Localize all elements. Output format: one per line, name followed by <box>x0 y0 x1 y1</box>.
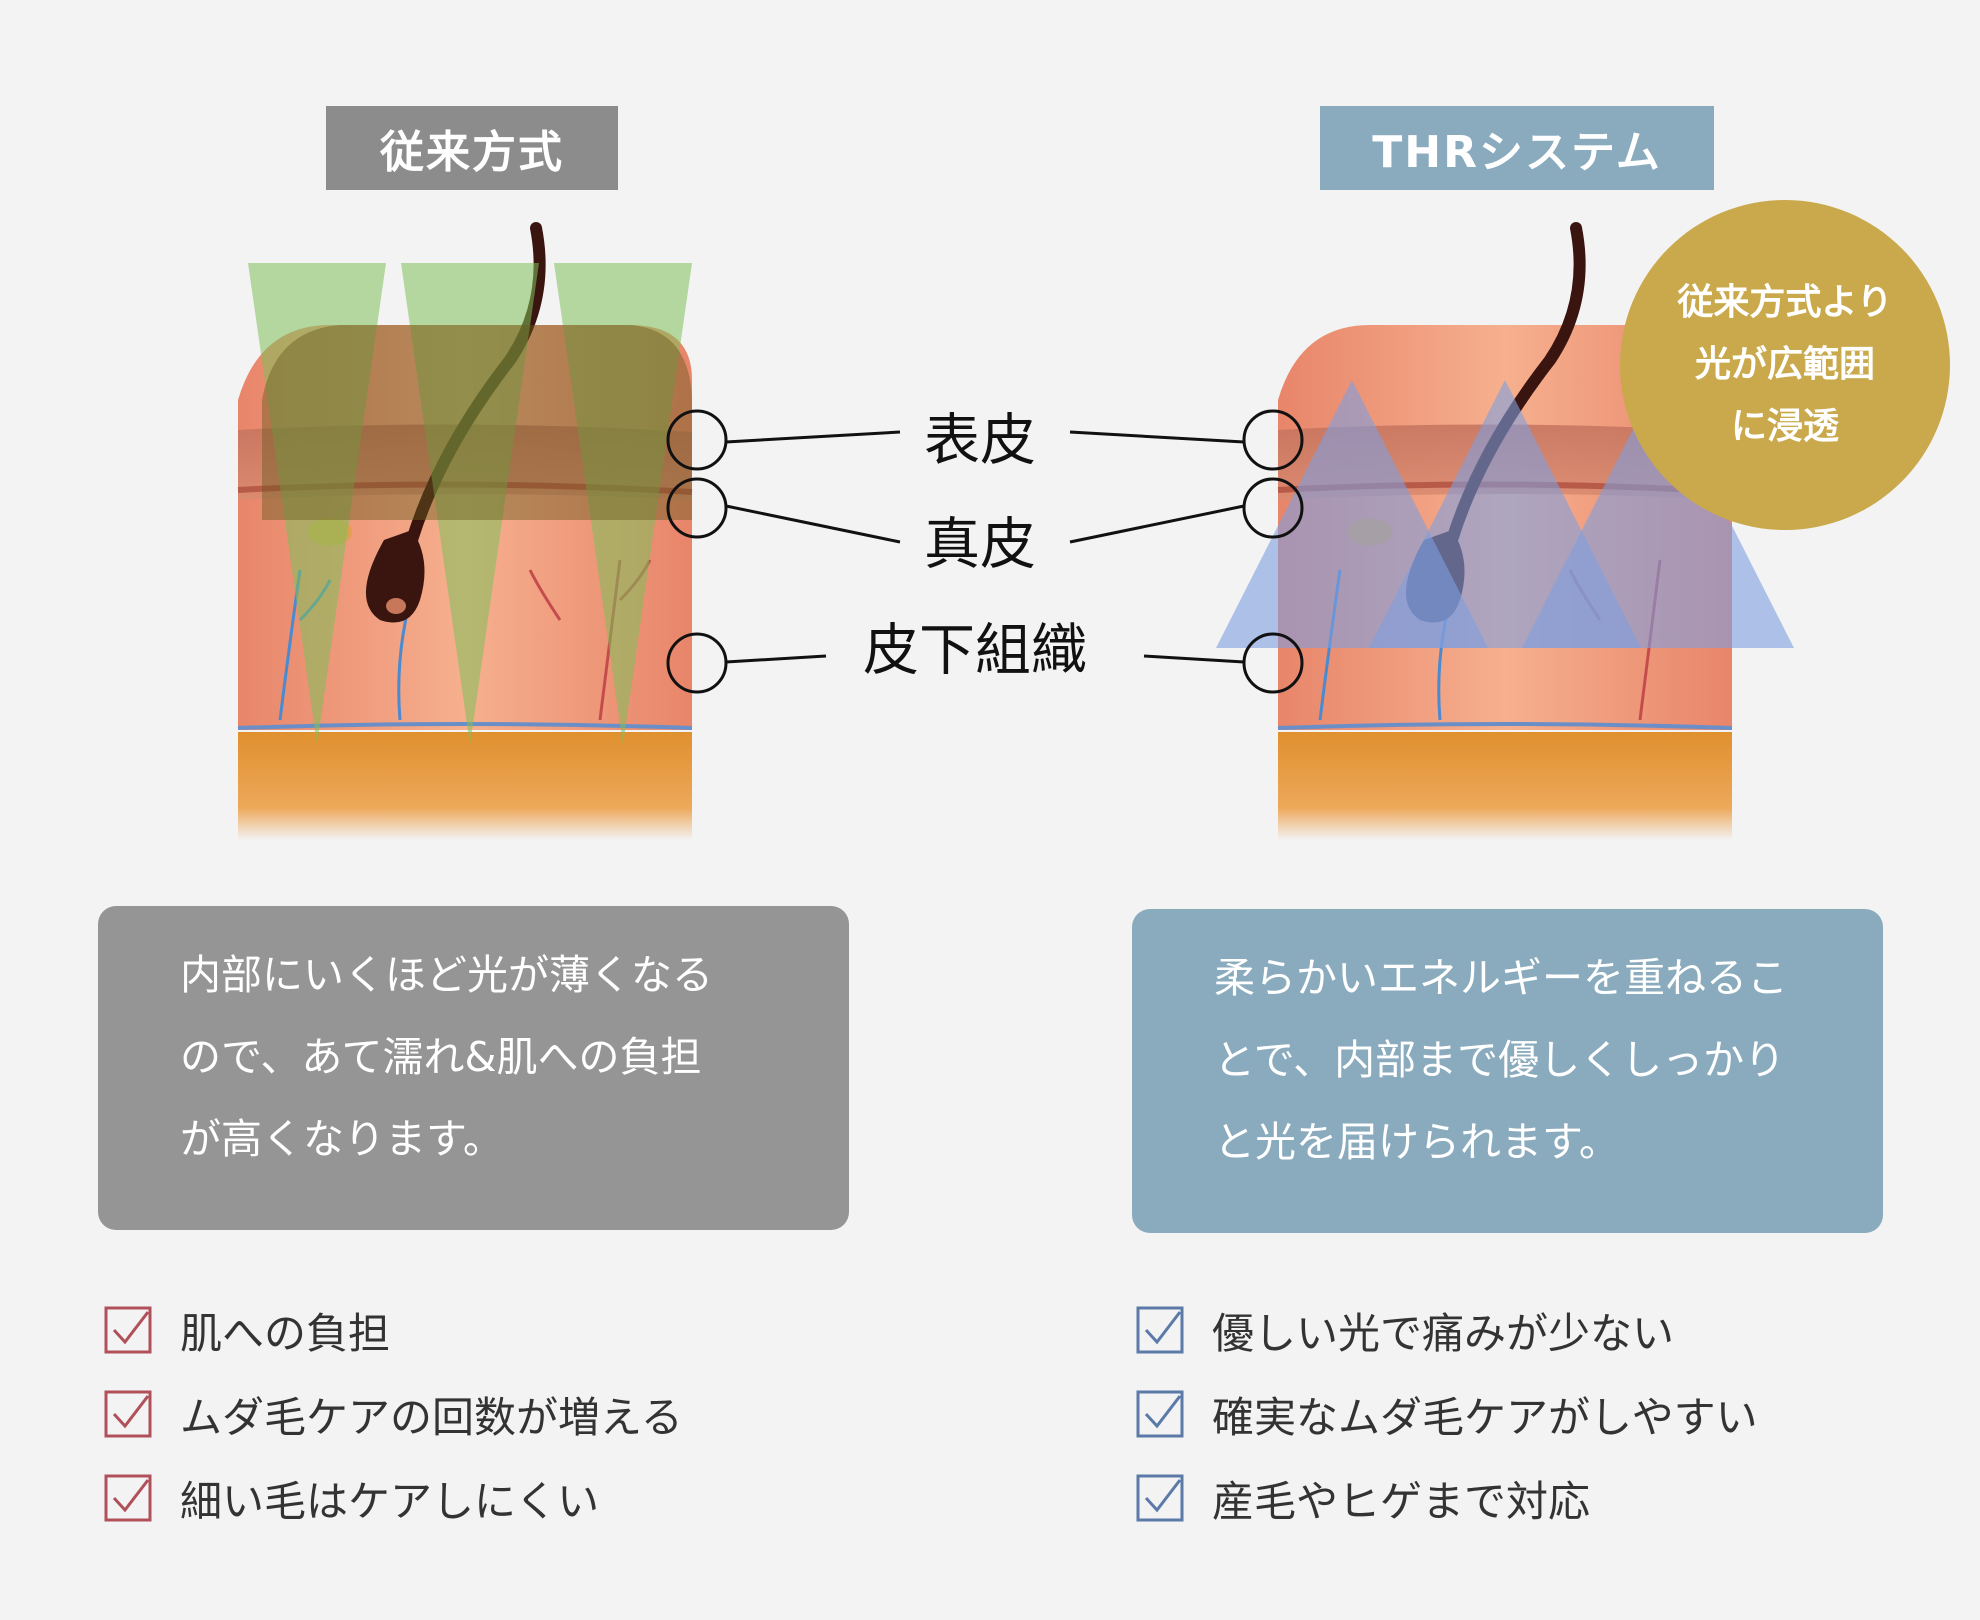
callouts <box>666 409 1304 694</box>
label-epidermis: 表皮 <box>924 408 1036 474</box>
checkbox-checked-icon <box>104 1474 152 1522</box>
beam-1 <box>248 263 386 745</box>
badge-line: に浸透 <box>1730 406 1839 447</box>
callout-circle-right-epidermis <box>1242 409 1304 471</box>
callout-circle-right-dermis <box>1242 477 1304 539</box>
checkbox-checked-icon <box>104 1390 152 1438</box>
skin-diagram <box>237 222 1794 840</box>
description-line: 柔らかいエネルギーを重ねるこ <box>1214 954 1788 1002</box>
callout-circle-left-dermis <box>666 477 728 539</box>
beam-tri-3 <box>1522 380 1794 648</box>
list-item: 確実なムダ毛ケアがしやすい <box>1136 1372 1758 1456</box>
list-item: ムダ毛ケアの回数が増える <box>104 1372 683 1456</box>
description-line: ので、あて濡れ&肌への負担 <box>180 1033 702 1081</box>
checklist-text: 優しい光で痛みが少ない <box>1212 1308 1675 1358</box>
description-line: とで、内部まで優しくしっかり <box>1214 1036 1786 1084</box>
right-description-box: 柔らかいエネルギーを重ねるこ とで、内部まで優しくしっかり と光を届けられます。 <box>1132 909 1883 1233</box>
checklist-text: 確実なムダ毛ケアがしやすい <box>1212 1392 1758 1442</box>
checkbox-checked-icon <box>104 1306 152 1354</box>
left-checklist: 肌への負担 ムダ毛ケアの回数が増える 細い毛はケアしにくい <box>104 1288 683 1540</box>
callout-circle-left-subcutaneous <box>666 632 728 694</box>
list-item: 細い毛はケアしにくい <box>104 1456 683 1540</box>
description-line: と光を届けられます。 <box>1214 1118 1620 1166</box>
callout-circle-right-subcutaneous <box>1242 632 1304 694</box>
description-line: が高くなります。 <box>180 1115 504 1163</box>
badge-line: 光が広範囲 <box>1694 344 1875 385</box>
checklist-text: 産毛やヒゲまで対応 <box>1212 1476 1591 1526</box>
checkbox-checked-icon <box>1136 1306 1184 1354</box>
checklist-text: 肌への負担 <box>180 1308 391 1358</box>
callout-circle-left-epidermis <box>666 409 728 471</box>
left-description-box: 内部にいくほど光が薄くなる ので、あて濡れ&肌への負担 が高くなります。 <box>98 906 849 1230</box>
list-item: 産毛やヒゲまで対応 <box>1136 1456 1758 1540</box>
label-dermis: 真皮 <box>924 512 1036 578</box>
right-checklist: 優しい光で痛みが少ない 確実なムダ毛ケアがしやすい 産毛やヒゲまで対応 <box>1136 1288 1758 1540</box>
left-light-beams <box>248 263 692 745</box>
checklist-text: ムダ毛ケアの回数が増える <box>180 1392 683 1442</box>
wide-penetration-badge: 従来方式より 光が広範囲 に浸透 <box>1620 200 1950 530</box>
badge-line: 従来方式より <box>1677 282 1893 323</box>
label-subcutaneous: 皮下組織 <box>863 618 1087 684</box>
checkbox-checked-icon <box>1136 1474 1184 1522</box>
right-light-beams <box>1216 380 1794 648</box>
beam-2 <box>401 263 539 745</box>
checklist-text: 細い毛はケアしにくい <box>180 1476 600 1526</box>
list-item: 優しい光で痛みが少ない <box>1136 1288 1758 1372</box>
right-panel-title: THRシステム <box>1320 106 1714 190</box>
description-line: 内部にいくほど光が薄くなる <box>180 951 713 999</box>
checkbox-checked-icon <box>1136 1390 1184 1438</box>
list-item: 肌への負担 <box>104 1288 683 1372</box>
left-panel-title: 従来方式 <box>326 106 618 190</box>
beam-3 <box>554 263 692 745</box>
